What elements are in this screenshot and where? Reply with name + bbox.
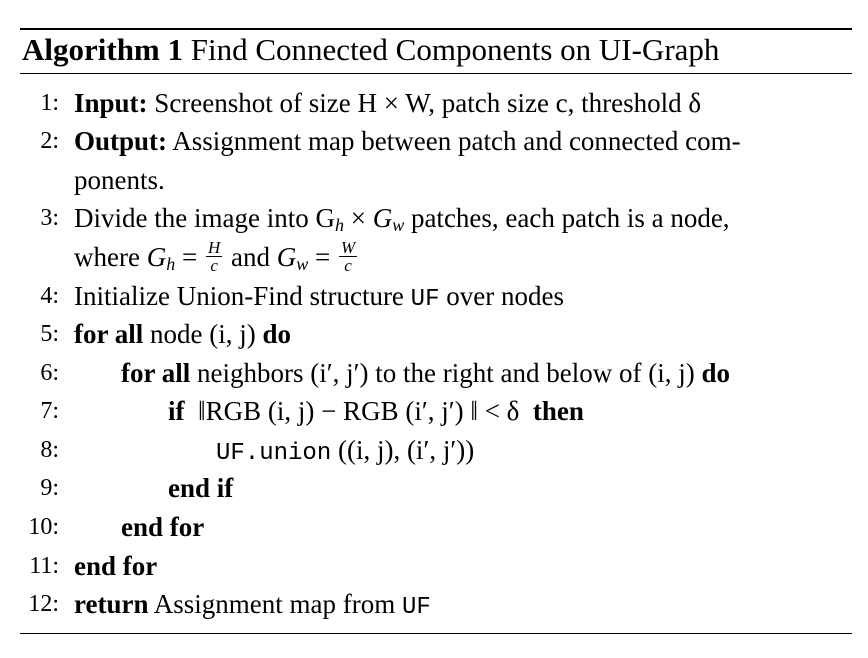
line-content: UF.union ((i, j), (i′, j′)): [216, 431, 474, 473]
algorithm-line-9: 9: end if: [0, 469, 868, 507]
line-content: Input: Screenshot of size H × W, patch s…: [74, 84, 701, 122]
line-number: 3:: [40, 205, 59, 231]
algorithm-line-10: 10: end for: [0, 508, 868, 546]
line-content: end for: [121, 508, 204, 546]
keyword-return: return: [74, 589, 149, 619]
line-number: 1:: [40, 90, 59, 116]
keyword-end-for: end for: [74, 551, 158, 581]
line-content: end for: [74, 547, 157, 585]
keyword-for-all: for all: [121, 358, 191, 388]
return-text: Assignment map from: [153, 589, 396, 619]
keyword-if: if: [168, 396, 185, 426]
over-nodes-text: over nodes: [446, 281, 564, 311]
union-args-text: ((i, j), (i′, j′)): [337, 435, 475, 465]
output-text: Assignment map between patch and connect…: [172, 126, 741, 156]
keyword-output: Output:: [74, 126, 168, 156]
line-content: if ‖RGB (i, j) − RGB (i′, j′) ‖ < δ then: [168, 392, 584, 430]
init-text: Initialize Union-Find structure: [74, 281, 404, 311]
algorithm-line-8: 8: UF.union ((i, j), (i′, j′)): [0, 431, 868, 469]
keyword-do: do: [262, 319, 292, 349]
line-content: end if: [168, 469, 233, 507]
line-content: Output: Assignment map between patch and…: [74, 122, 741, 160]
line-number: 2:: [40, 128, 59, 154]
patches-text: patches, each patch is a node,: [410, 203, 730, 233]
node-text: node (i, j): [150, 319, 256, 349]
keyword-end-for: end for: [121, 512, 205, 542]
line-number: 8:: [40, 437, 59, 463]
line-number: 5:: [40, 321, 59, 347]
algorithm-line-6: 6: for all neighbors (i′, j′) to the rig…: [0, 354, 868, 392]
line-number: 7:: [40, 398, 59, 424]
top-rule: [20, 28, 852, 30]
output-text-continued: ponents.: [74, 165, 165, 195]
title-rule: [20, 73, 852, 74]
where-text: where: [74, 242, 140, 272]
line-content: return Assignment map from UF: [74, 585, 431, 627]
line-content: Initialize Union-Find structure UF over …: [74, 277, 564, 319]
algorithm-title: Algorithm 1 Find Connected Components on…: [22, 28, 719, 72]
algorithm-line-12: 12: return Assignment map from UF: [0, 585, 868, 623]
algorithm-line-3: 3: Divide the image into Gh × Gw patches…: [0, 199, 868, 237]
code-uf: UF: [410, 286, 440, 313]
line-number: 10:: [28, 514, 59, 540]
keyword-input: Input:: [74, 88, 148, 118]
algorithm-line-2-continued: ponents.: [0, 161, 868, 199]
line-number: 6:: [40, 360, 59, 386]
neighbors-text: neighbors (i′, j′) to the right and belo…: [197, 358, 695, 388]
divide-text: Divide the image into G: [74, 203, 335, 233]
code-uf-union: UF.union: [216, 440, 332, 467]
algorithm-line-11: 11: end for: [0, 547, 868, 585]
line-content: for all node (i, j) do: [74, 315, 291, 353]
keyword-for-all: for all: [74, 319, 144, 349]
algorithm-line-4: 4: Initialize Union-Find structure UF ov…: [0, 277, 868, 315]
code-uf: UF: [402, 594, 431, 621]
algorithm-line-2: 2: Output: Assignment map between patch …: [0, 122, 868, 160]
keyword-then: then: [532, 396, 584, 426]
line-number: 9:: [40, 475, 59, 501]
line-content: for all neighbors (i′, j′) to the right …: [121, 354, 730, 392]
keyword-end-if: end if: [168, 473, 234, 503]
input-text: Screenshot of size H × W, patch size c, …: [154, 88, 702, 118]
line-number: 12:: [28, 591, 59, 617]
algorithm-label: Algorithm 1: [22, 32, 184, 67]
algorithm-line-1: 1: Input: Screenshot of size H × W, patc…: [0, 84, 868, 122]
line-number: 4:: [40, 283, 59, 309]
line-number: 11:: [29, 553, 59, 579]
condition-text: ‖RGB (i, j) − RGB (i′, j′) ‖ < δ: [198, 396, 520, 426]
bottom-rule: [20, 633, 852, 634]
line-content: Divide the image into Gh × Gw patches, e…: [74, 203, 730, 235]
algorithm-line-7: 7: if ‖RGB (i, j) − RGB (i′, j′) ‖ < δ t…: [0, 392, 868, 430]
keyword-do: do: [701, 358, 730, 388]
algorithm-name: Find Connected Components on UI-Graph: [190, 32, 720, 67]
algorithm-line-5: 5: for all node (i, j) do: [0, 315, 868, 353]
